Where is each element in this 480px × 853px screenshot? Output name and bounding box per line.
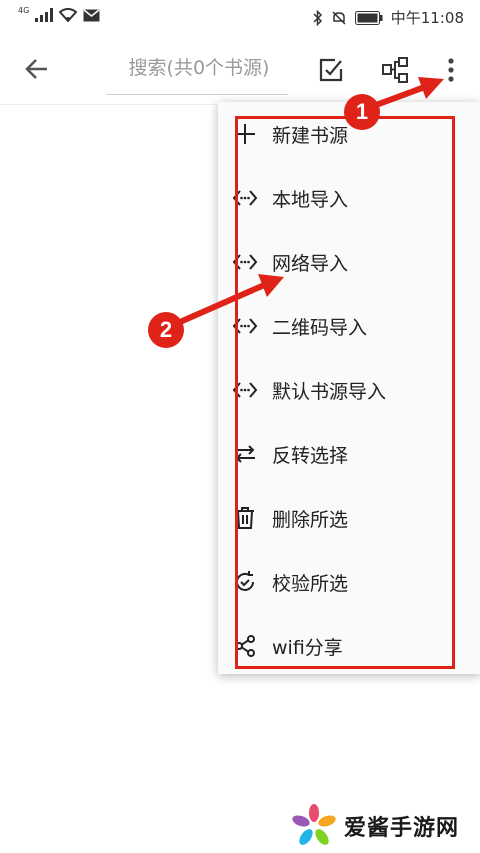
menu-item-network-import[interactable]: 网络导入 bbox=[218, 230, 480, 294]
annotation-badge-1: 1 bbox=[344, 94, 380, 130]
signal-icon bbox=[35, 8, 54, 22]
menu-item-invert-selection[interactable]: 反转选择 bbox=[218, 422, 480, 486]
watermark-text: 爱酱手游网 bbox=[344, 816, 460, 841]
menu-item-label: 校验所选 bbox=[272, 572, 349, 595]
wifi-icon bbox=[59, 8, 78, 22]
check-sync-icon bbox=[232, 569, 258, 595]
menu-item-local-import[interactable]: 本地导入 bbox=[218, 166, 480, 230]
menu-item-label: 二维码导入 bbox=[272, 316, 368, 339]
watermark: 爱酱手游网 bbox=[292, 804, 459, 848]
menu-item-default-import[interactable]: 默认书源导入 bbox=[218, 358, 480, 422]
status-left: 4G bbox=[18, 5, 100, 22]
arrow-left-icon bbox=[25, 59, 47, 79]
flower-logo-icon bbox=[292, 804, 336, 845]
import-icon bbox=[232, 377, 258, 403]
menu-item-label: 本地导入 bbox=[272, 188, 349, 211]
trash-icon bbox=[232, 505, 258, 531]
menu-item-label: wifi分享 bbox=[272, 636, 343, 659]
swap-icon bbox=[232, 441, 258, 467]
group-button[interactable] bbox=[381, 56, 409, 84]
mute-icon bbox=[332, 10, 346, 25]
menu-item-wifi-share[interactable]: wifi分享 bbox=[218, 614, 480, 678]
select-all-button[interactable] bbox=[317, 56, 345, 84]
flowchart-icon bbox=[382, 57, 408, 83]
network-type: 4G bbox=[18, 5, 30, 15]
bluetooth-icon bbox=[313, 9, 322, 26]
clock: 中午11:08 bbox=[390, 9, 464, 27]
checkbox-edit-icon bbox=[319, 58, 343, 82]
annotation-badge-2: 2 bbox=[148, 312, 184, 348]
menu-item-qrcode-import[interactable]: 二维码导入 bbox=[218, 294, 480, 358]
menu-item-label: 反转选择 bbox=[272, 444, 349, 467]
search-box[interactable] bbox=[106, 44, 292, 95]
import-icon bbox=[232, 249, 258, 275]
menu-item-label: 网络导入 bbox=[272, 252, 349, 275]
menu-item-delete-selected[interactable]: 删除所选 bbox=[218, 486, 480, 550]
search-input[interactable] bbox=[106, 44, 292, 92]
status-right: 中午11:08 bbox=[313, 7, 464, 28]
menu-item-label: 默认书源导入 bbox=[272, 380, 387, 403]
menu-item-label: 新建书源 bbox=[272, 124, 349, 147]
more-vertical-icon bbox=[448, 58, 454, 82]
menu-item-new-source[interactable]: 新建书源 bbox=[218, 102, 480, 166]
status-bar: 4G 中午11:08 bbox=[0, 0, 480, 34]
mail-icon bbox=[83, 8, 100, 21]
annotation-highlight-box bbox=[235, 116, 455, 669]
menu-item-label: 删除所选 bbox=[272, 508, 349, 531]
share-icon bbox=[232, 633, 258, 659]
menu-item-verify-selected[interactable]: 校验所选 bbox=[218, 550, 480, 614]
plus-icon bbox=[232, 121, 258, 147]
more-options-button[interactable] bbox=[437, 56, 465, 84]
overflow-menu: 新建书源 本地导入 网络导入 二维码导入 默认书源导入 反转选择 删除所选 bbox=[218, 102, 480, 674]
battery-icon bbox=[354, 10, 383, 25]
import-icon bbox=[232, 185, 258, 211]
toolbar bbox=[0, 34, 480, 105]
back-button[interactable] bbox=[22, 54, 52, 84]
